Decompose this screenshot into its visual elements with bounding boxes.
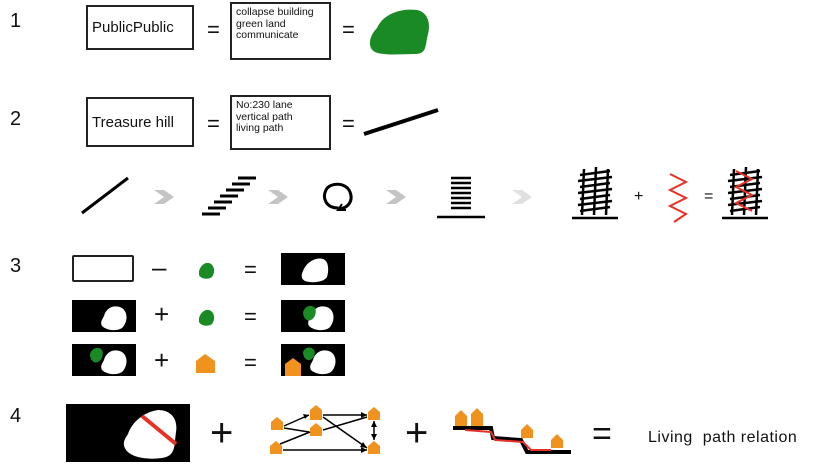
definition-line: living path <box>236 122 284 134</box>
definition-line: communicate <box>236 29 299 41</box>
black-frame-blob-with-green-icon <box>72 344 136 376</box>
equals-sign: = <box>244 257 257 282</box>
publicpublic-box: PublicPublic <box>86 5 194 50</box>
stepped-path-profile-icon <box>453 408 571 454</box>
green-blob-icon <box>199 309 215 326</box>
definition-line: No:230 lane <box>236 99 293 111</box>
stacked-floors-icon <box>437 176 485 219</box>
equals-sign: = <box>342 111 355 136</box>
public-definition-box: collapse building green land communicate <box>230 2 331 60</box>
equals-sign: = <box>207 17 220 42</box>
definition-line: vertical path <box>236 110 293 123</box>
red-zigzag-icon <box>667 173 689 223</box>
plus-sign: + <box>210 411 234 455</box>
stairs-icon <box>202 176 256 216</box>
equals-sign: = <box>244 350 257 375</box>
black-frame-blob-with-green-icon <box>281 300 345 332</box>
minus-sign: – <box>152 252 167 282</box>
treasure-hill-box: Treasure hill <box>86 97 194 147</box>
step-number-1: 1 <box>10 10 22 32</box>
equals-sign: = <box>704 188 714 205</box>
equals-sign: = <box>244 304 257 329</box>
plus-sign: + <box>405 411 429 455</box>
path-line-icon <box>363 108 439 136</box>
step-number-3: 3 <box>10 255 22 277</box>
grey-arrow-icon <box>268 190 288 204</box>
equals-sign: = <box>207 111 220 136</box>
orange-house-icon <box>196 354 215 373</box>
treasure-hill-label: Treasure hill <box>92 113 174 131</box>
definition-line: green land <box>236 17 286 30</box>
definition-line: collapse building <box>236 6 314 18</box>
grey-arrow-icon <box>386 190 406 204</box>
living-path-relation-label: Living path relation <box>648 429 798 446</box>
plus-sign: + <box>154 345 170 375</box>
black-frame-red-path-icon <box>66 404 190 462</box>
lane-definition-box: No:230 lane vertical path living path <box>230 95 331 150</box>
plus-sign: + <box>634 188 644 205</box>
spiral-loop-icon <box>323 182 353 211</box>
black-frame-white-blob-icon <box>72 300 136 332</box>
grey-arrow-icon <box>512 190 532 204</box>
equals-sign: = <box>592 415 612 453</box>
step-number-2: 2 <box>10 108 22 130</box>
diagonal-line-icon <box>81 176 129 215</box>
green-blob-icon <box>199 262 215 279</box>
grey-arrow-icon <box>154 190 174 204</box>
equals-sign: = <box>342 17 355 42</box>
dense-stairs-tower-icon <box>572 166 618 220</box>
houses-connection-network-icon <box>270 405 380 454</box>
publicpublic-label: PublicPublic <box>92 19 174 36</box>
green-land-blob-icon <box>369 9 429 55</box>
black-frame-white-blob-icon <box>281 253 345 285</box>
plus-sign: + <box>154 299 170 329</box>
combined-path-tower-icon <box>722 166 768 220</box>
empty-frame <box>72 255 134 282</box>
step-number-4: 4 <box>10 405 22 427</box>
black-frame-full-composition-icon <box>281 344 345 376</box>
